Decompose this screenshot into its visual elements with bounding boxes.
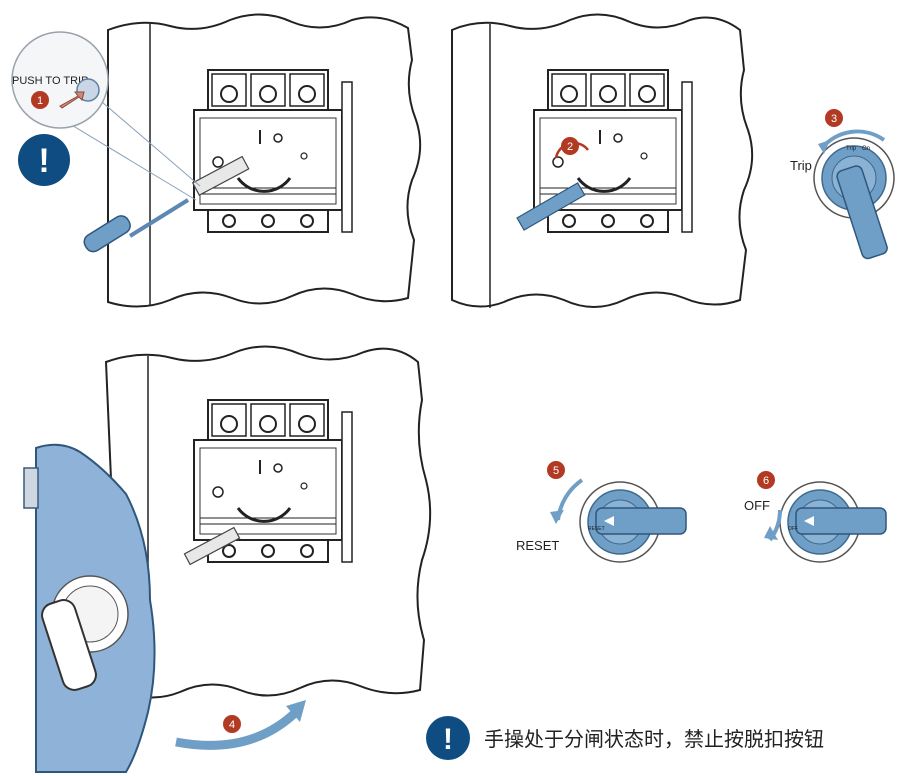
door-handle <box>41 575 129 691</box>
reset-label: RESET <box>516 538 559 553</box>
exclamation-icon: ! <box>426 716 470 760</box>
warning-text: 手操处于分闸状态时，禁止按脱扣按钮 <box>484 727 824 751</box>
step-badge-4 <box>223 715 241 733</box>
svg-text:1: 1 <box>37 95 43 107</box>
trip-label: Trip <box>790 158 812 173</box>
step-badge-2 <box>561 137 579 155</box>
step-badge-1 <box>31 91 49 109</box>
push-to-trip-label: PUSH TO TRIP <box>12 75 88 87</box>
step-badge-3 <box>825 109 843 127</box>
panel-step-1: PUSH TO TRIP 1 ! <box>11 13 422 308</box>
svg-text:6: 6 <box>763 475 769 487</box>
svg-text:!: ! <box>38 142 49 180</box>
svg-text:On: On <box>862 146 870 152</box>
curved-arrow-icon <box>175 708 300 750</box>
rotary-handle-trip: Trip On <box>813 129 895 260</box>
svg-text:!: ! <box>443 723 453 756</box>
rotary-handle-reset: RESET <box>550 478 687 563</box>
panel-step-2-3: 2 Trip On Trip 3 <box>451 13 895 308</box>
svg-text:RESET: RESET <box>588 526 605 532</box>
off-label: OFF <box>744 498 770 513</box>
svg-text:5: 5 <box>553 465 559 477</box>
svg-text:Trip: Trip <box>846 146 857 152</box>
rotary-handle-off: OFF <box>764 481 887 563</box>
svg-text:3: 3 <box>831 113 837 125</box>
push-arrow-icon <box>59 91 85 109</box>
step-badge-5 <box>547 461 565 479</box>
panel-step-4: 4 <box>23 345 432 773</box>
step-badge-6 <box>757 471 775 489</box>
svg-text:2: 2 <box>567 141 573 153</box>
screwdriver-icon <box>83 198 190 253</box>
svg-text:OFF: OFF <box>788 526 798 532</box>
exclamation-icon: ! <box>18 134 70 186</box>
svg-text:4: 4 <box>229 719 235 731</box>
warning-note: ! 手操处于分闸状态时，禁止按脱扣按钮 <box>426 716 824 760</box>
